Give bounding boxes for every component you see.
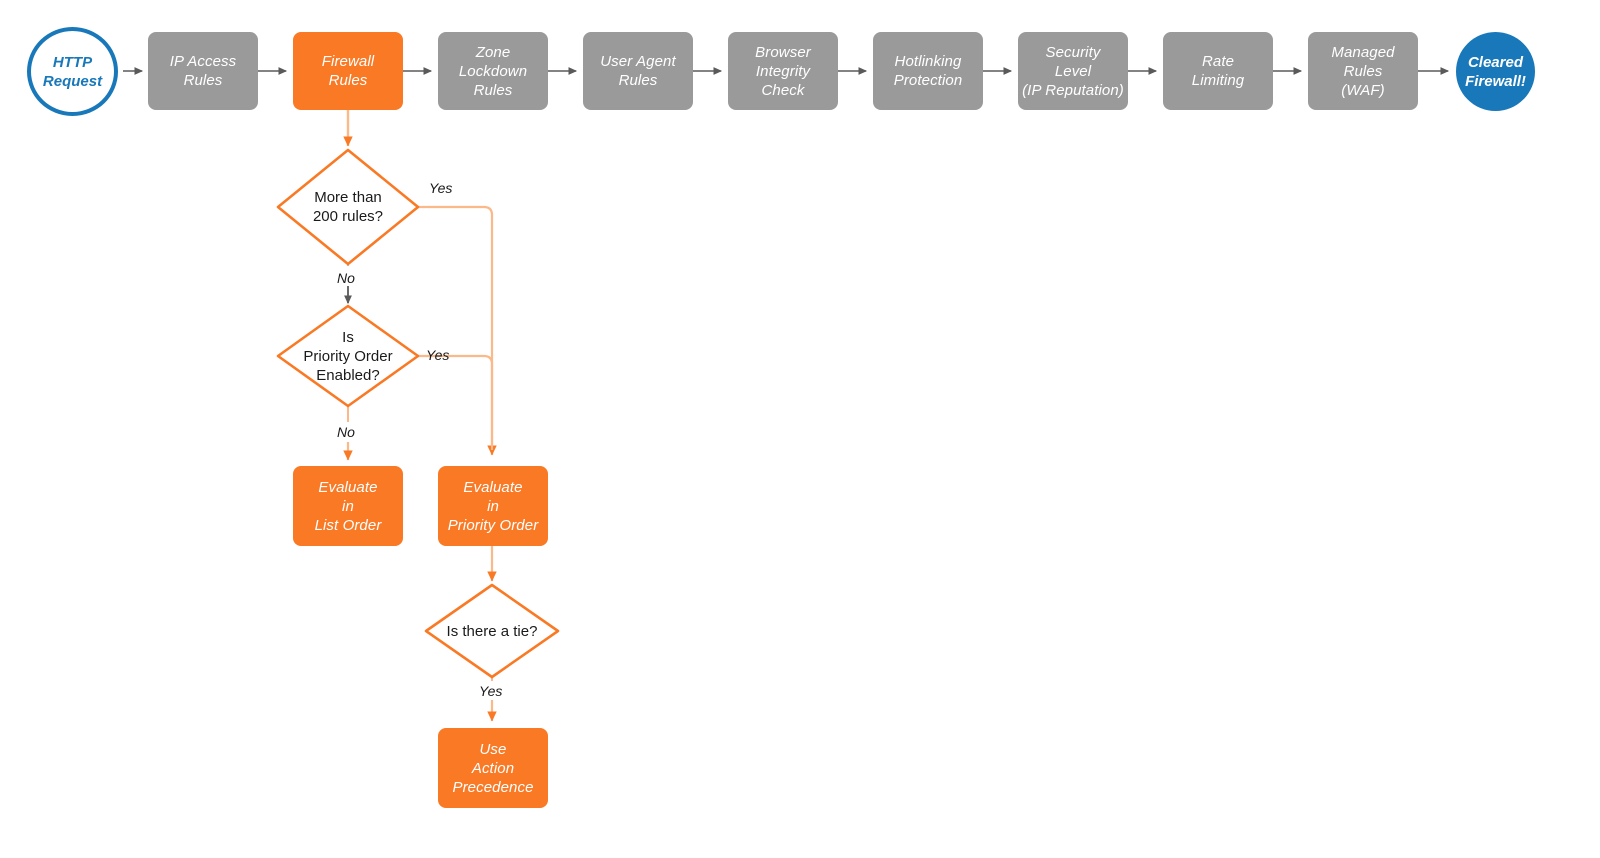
node-browser-integrity-check-label: Browser Integrity Check	[755, 43, 811, 99]
node-cleared-firewall-label: Cleared Firewall!	[1465, 53, 1526, 90]
node-http-request[interactable]: HTTP Request	[27, 27, 118, 116]
edge-label-tie-yes: Yes	[479, 683, 503, 699]
node-browser-integrity-check[interactable]: Browser Integrity Check	[728, 32, 838, 110]
node-firewall-rules[interactable]: Firewall Rules	[293, 32, 403, 110]
node-evaluate-in-priority-order[interactable]: Evaluate in Priority Order	[438, 466, 548, 546]
edge-more-than-200-yes-to-priority-order-box	[418, 205, 497, 456]
decision-more-than-200-rules[interactable]: More than 200 rules?	[278, 150, 418, 264]
node-use-action-precedence-label: Use Action Precedence	[452, 740, 534, 796]
node-zone-lockdown-rules-label: Zone Lockdown Rules	[458, 43, 528, 99]
node-rate-limiting[interactable]: Rate Limiting	[1163, 32, 1273, 110]
decision-is-there-a-tie[interactable]: Is there a tie?	[426, 585, 558, 677]
node-ip-access-rules[interactable]: IP Access Rules	[148, 32, 258, 110]
node-http-request-label: HTTP Request	[42, 53, 103, 90]
node-use-action-precedence[interactable]: Use Action Precedence	[438, 728, 548, 808]
node-hotlinking-protection-label: Hotlinking Protection	[893, 53, 963, 89]
node-managed-rules-waf-label: Managed Rules (WAF)	[1331, 43, 1395, 99]
node-evaluate-in-list-order[interactable]: Evaluate in List Order	[293, 466, 403, 546]
decision-is-priority-order-enabled-label: Is Priority Order Enabled?	[303, 328, 393, 384]
edge-label-more-than-200-no: No	[337, 270, 355, 286]
decision-is-there-a-tie-label: Is there a tie?	[446, 622, 538, 640]
edge-label-priority-order-yes: Yes	[426, 347, 450, 363]
node-security-level[interactable]: Security Level (IP Reputation)	[1018, 32, 1128, 110]
node-rate-limiting-label: Rate Limiting	[1191, 53, 1245, 89]
node-managed-rules-waf[interactable]: Managed Rules (WAF)	[1308, 32, 1418, 110]
edge-priority-order-yes-to-priority-order-box	[418, 354, 494, 450]
node-user-agent-rules-label: User Agent Rules	[600, 53, 676, 89]
node-user-agent-rules[interactable]: User Agent Rules	[583, 32, 693, 110]
node-evaluate-in-priority-order-label: Evaluate in Priority Order	[447, 478, 539, 534]
node-firewall-rules-label: Firewall Rules	[321, 53, 375, 89]
node-ip-access-rules-label: IP Access Rules	[169, 53, 237, 89]
edge-label-more-than-200-yes: Yes	[429, 180, 453, 196]
node-evaluate-in-list-order-label: Evaluate in List Order	[314, 478, 382, 534]
node-security-level-label: Security Level (IP Reputation)	[1022, 43, 1124, 99]
decision-more-than-200-rules-label: More than 200 rules?	[312, 189, 384, 225]
node-zone-lockdown-rules[interactable]: Zone Lockdown Rules	[438, 32, 548, 110]
node-hotlinking-protection[interactable]: Hotlinking Protection	[873, 32, 983, 110]
decision-is-priority-order-enabled[interactable]: Is Priority Order Enabled?	[278, 306, 418, 406]
node-cleared-firewall[interactable]: Cleared Firewall!	[1456, 32, 1535, 111]
edge-label-priority-order-no: No	[337, 424, 355, 440]
